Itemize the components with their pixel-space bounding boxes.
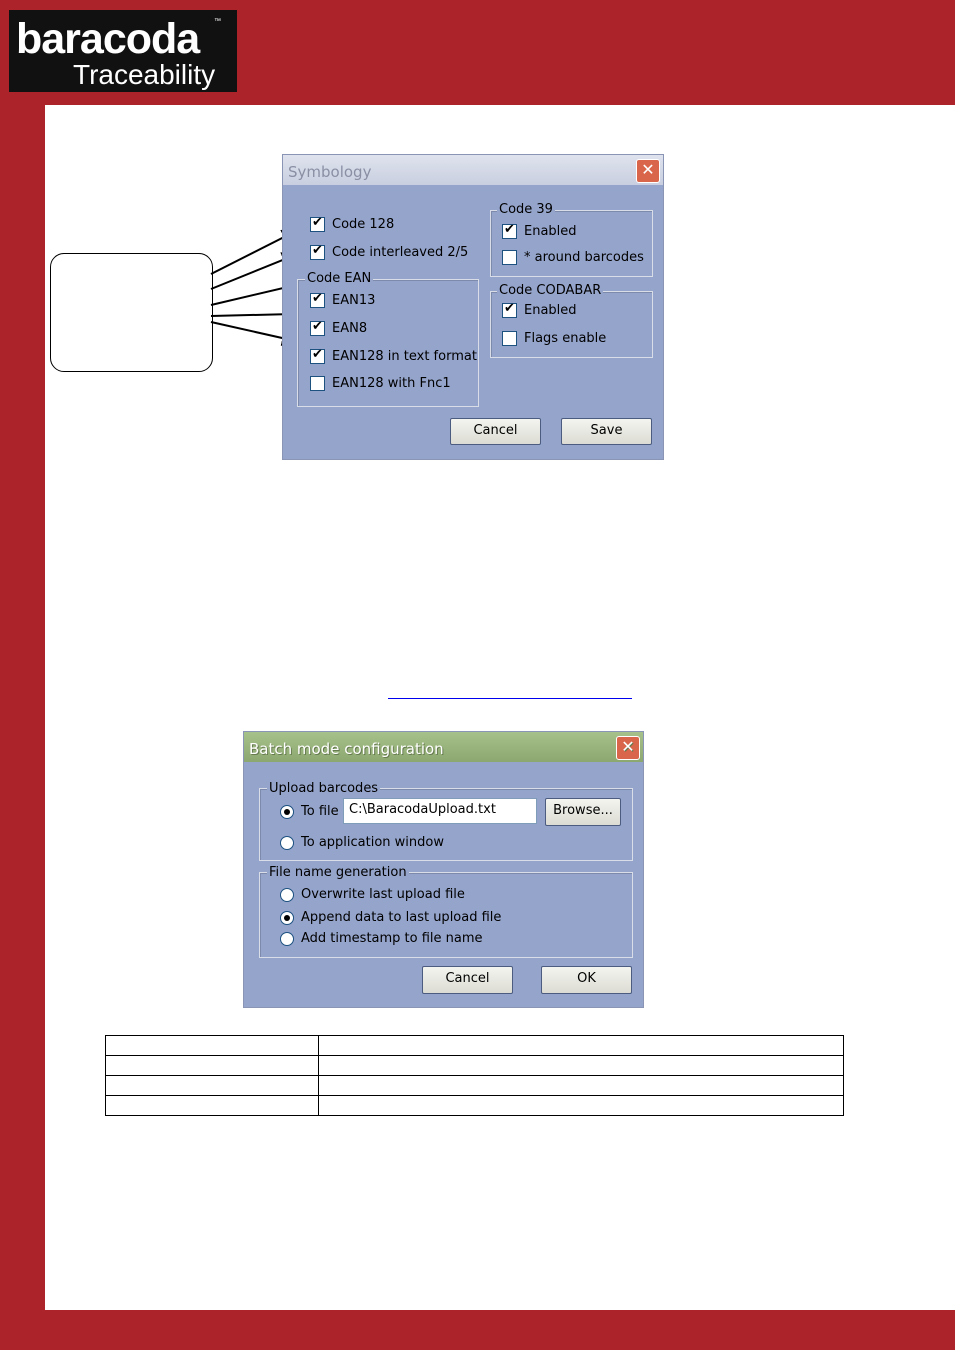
code39-legend: Code 39: [497, 202, 555, 217]
table-row: [105, 1055, 844, 1076]
checkbox-icon: [310, 215, 325, 232]
batch-title: Batch mode configuration: [249, 740, 444, 758]
code-ean-legend: Code EAN: [305, 271, 374, 286]
upload-barcodes-group: [259, 788, 633, 861]
symbology-titlebar[interactable]: Symbology ✕: [283, 155, 663, 185]
codabar-flags-checkbox[interactable]: Flags enable: [502, 331, 606, 346]
logo-trademark: ™: [214, 18, 221, 25]
to-file-radio[interactable]: To file: [280, 804, 339, 819]
checkbox-icon: [310, 319, 325, 336]
checkbox-icon: [310, 347, 325, 364]
code39-enabled-checkbox[interactable]: Enabled: [502, 222, 577, 239]
batch-mode-dialog: Batch mode configuration ✕ Upload barcod…: [243, 731, 644, 1008]
code39-around-checkbox[interactable]: * around barcodes: [502, 250, 644, 265]
table-cell: [105, 1055, 319, 1076]
overwrite-label: Overwrite last upload file: [301, 887, 465, 902]
table-row: [105, 1035, 844, 1056]
symbology-title: Symbology: [288, 163, 372, 181]
timestamp-radio[interactable]: Add timestamp to file name: [280, 931, 483, 946]
ean13-checkbox[interactable]: EAN13: [310, 291, 376, 308]
table-cell: [105, 1075, 319, 1096]
append-radio[interactable]: Append data to last upload file: [280, 910, 501, 925]
table-cell: [105, 1095, 319, 1116]
overwrite-radio[interactable]: Overwrite last upload file: [280, 887, 465, 902]
checkbox-icon: [310, 243, 325, 260]
checkbox-icon: [502, 222, 517, 239]
save-button[interactable]: Save: [561, 418, 652, 445]
baracoda-logo: baracoda ™ Traceability: [9, 10, 237, 92]
codabar-legend: Code CODABAR: [497, 283, 604, 298]
checkbox-icon: [502, 301, 517, 318]
code128-checkbox[interactable]: Code 128: [310, 215, 395, 232]
checkbox-icon: [310, 291, 325, 308]
empty-table: [105, 1035, 844, 1116]
to-application-label: To application window: [301, 835, 444, 850]
logo-subtitle: Traceability: [73, 59, 216, 90]
browse-button[interactable]: Browse...: [545, 798, 621, 826]
cancel-button[interactable]: Cancel: [450, 418, 541, 445]
codabar-flags-label: Flags enable: [524, 331, 607, 346]
upload-barcodes-legend: Upload barcodes: [267, 781, 381, 796]
table-cell: [318, 1095, 844, 1116]
hyperlink-underline[interactable]: [388, 698, 632, 699]
code-interleaved-checkbox[interactable]: Code interleaved 2/5: [310, 243, 469, 260]
code-ean-group: [297, 279, 479, 407]
code128-label: Code 128: [332, 217, 395, 232]
file-name-generation-group: [259, 872, 633, 958]
checkbox-icon: [502, 331, 517, 346]
radio-icon: [280, 804, 294, 819]
ean128-text-label: EAN128 in text format: [332, 349, 477, 364]
codabar-enabled-label: Enabled: [524, 303, 577, 318]
radio-icon: [280, 887, 294, 902]
to-application-radio[interactable]: To application window: [280, 835, 444, 850]
ean8-label: EAN8: [332, 321, 368, 336]
file-path-input[interactable]: C:\BaracodaUpload.txt: [343, 798, 537, 824]
to-file-label: To file: [301, 804, 339, 819]
table-cell: [105, 1035, 319, 1056]
cancel-button[interactable]: Cancel: [422, 966, 513, 994]
close-icon[interactable]: ✕: [616, 736, 640, 760]
file-name-generation-legend: File name generation: [267, 865, 409, 880]
timestamp-label: Add timestamp to file name: [301, 931, 483, 946]
table-cell: [318, 1055, 844, 1076]
codabar-enabled-checkbox[interactable]: Enabled: [502, 301, 577, 318]
checkbox-icon: [502, 250, 517, 265]
table-row: [105, 1075, 844, 1096]
append-label: Append data to last upload file: [301, 910, 502, 925]
code39-around-label: * around barcodes: [524, 250, 644, 265]
logo-brand: baracoda: [16, 15, 200, 63]
ok-button[interactable]: OK: [541, 966, 632, 994]
radio-icon: [280, 910, 294, 925]
table-cell: [318, 1035, 844, 1056]
table-cell: [318, 1075, 844, 1096]
radio-icon: [280, 835, 294, 850]
symbology-dialog: Symbology ✕ Code 128 Code interleaved 2/…: [282, 154, 664, 460]
radio-icon: [280, 931, 294, 946]
code-interleaved-label: Code interleaved 2/5: [332, 245, 469, 260]
ean128-text-checkbox[interactable]: EAN128 in text format: [310, 347, 477, 364]
callout-box: [50, 253, 213, 372]
code39-group: [490, 210, 653, 277]
table-row: [105, 1095, 844, 1116]
ean128-fnc1-checkbox[interactable]: EAN128 with Fnc1: [310, 376, 451, 391]
batch-titlebar[interactable]: Batch mode configuration ✕: [244, 732, 643, 762]
ean8-checkbox[interactable]: EAN8: [310, 319, 368, 336]
ean13-label: EAN13: [332, 293, 376, 308]
checkbox-icon: [310, 376, 325, 391]
close-icon[interactable]: ✕: [636, 159, 660, 183]
code39-enabled-label: Enabled: [524, 224, 577, 239]
ean128-fnc1-label: EAN128 with Fnc1: [332, 376, 451, 391]
